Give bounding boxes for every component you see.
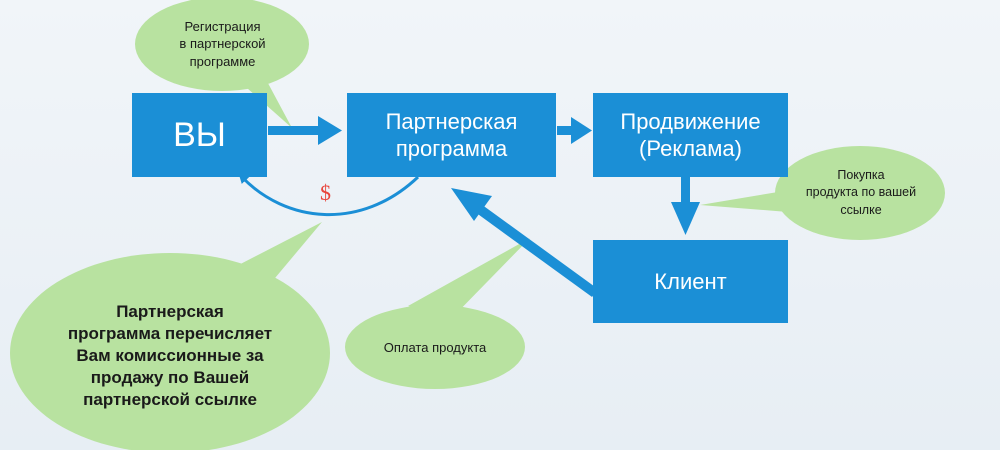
- node-promotion: Продвижение (Реклама): [593, 93, 788, 177]
- node-promotion-label-line1: Продвижение: [620, 108, 761, 134]
- callout-commission: Партнерская программа перечисляет Вам ко…: [67, 301, 273, 410]
- arrow-you-to-program: [268, 116, 342, 145]
- arrow-client-to-program: [451, 188, 598, 298]
- bubble-commission: [10, 253, 330, 450]
- node-partner-program: Партнерская программа: [347, 93, 556, 177]
- bubble-tail-payment: [408, 238, 530, 322]
- node-client: Клиент: [593, 240, 788, 323]
- node-promotion-label-line2: (Реклама): [639, 136, 742, 161]
- money-symbol: $: [320, 180, 331, 205]
- bubble-registration: [135, 0, 309, 91]
- node-partner-program-label: Партнерская программа: [385, 108, 518, 162]
- arrow-program-to-promotion: [557, 117, 592, 144]
- callout-payment: Оплата продукта: [383, 339, 487, 355]
- node-you-label: ВЫ: [173, 115, 226, 154]
- callout-purchase: Покупка продукта по вашей ссылке: [805, 167, 917, 217]
- bubble-tail-purchase: [700, 190, 790, 212]
- arrow-commission-curve: [238, 173, 420, 217]
- node-you: ВЫ: [132, 93, 267, 177]
- bubble-payment: [345, 305, 525, 389]
- arrow-promotion-to-client: [671, 177, 700, 235]
- bubble-purchase: [775, 146, 945, 240]
- node-client-label: Клиент: [654, 268, 727, 294]
- callout-registration: Регистрация в партнерской программе: [179, 18, 266, 69]
